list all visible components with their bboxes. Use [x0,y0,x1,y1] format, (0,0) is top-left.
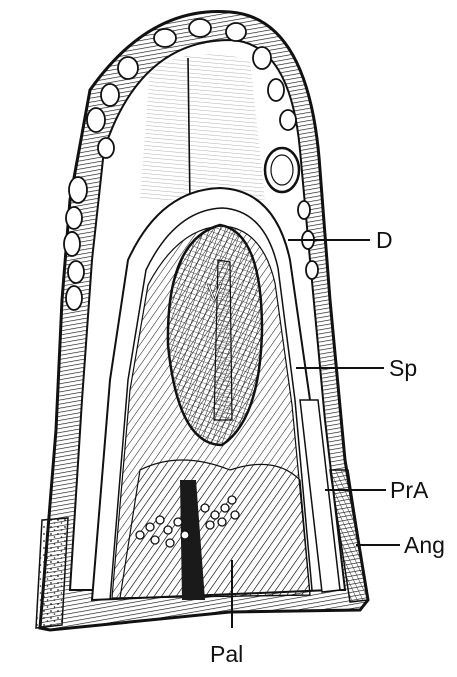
label-d: D [376,227,393,253]
symphysis-region [140,54,265,200]
label-ang: Ang [404,532,445,558]
left-lower-strip [36,518,68,628]
label-sp: Sp [389,355,417,381]
label-v: V [207,280,222,305]
label-pal: Pal [210,641,243,667]
label-pra: PrA [390,477,429,503]
